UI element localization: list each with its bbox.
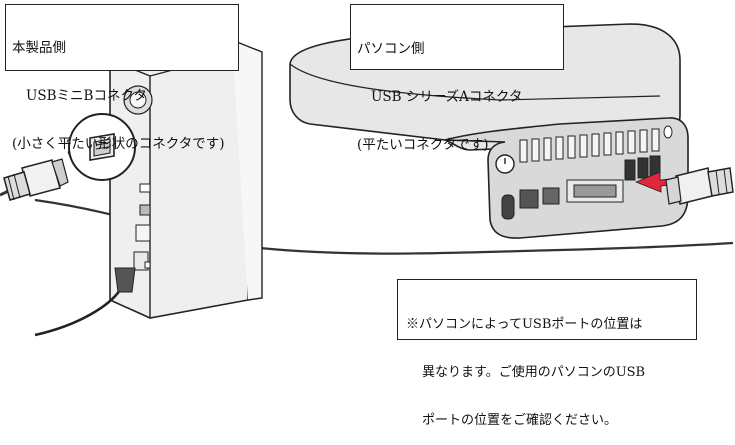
connection-diagram (0, 23, 734, 337)
usb-a-plug (665, 167, 734, 205)
pc-side-title: パソコン側 (357, 41, 425, 57)
note-line-2: 異なります。ご使用のパソコンのUSB (422, 365, 646, 380)
mini-b-plug (3, 158, 69, 201)
device-side-description: (小さく平たい形状のコネクタです) (12, 136, 225, 152)
device-side-label: 本製品側 USBミニBコネクタ (小さく平たい形状のコネクタです) (5, 4, 239, 152)
pc-side-description: (平たいコネクタです) (357, 137, 489, 153)
pc-side-label: パソコン側 USB シリーズAコネクタ (平たいコネクタです) (350, 4, 564, 153)
device-side-title: 本製品側 (12, 40, 66, 56)
note-line-1: ※パソコンによってUSBポートの位置は (406, 317, 643, 332)
device-side-connector: USBミニBコネクタ (26, 88, 147, 104)
usb-port-note: ※パソコンによってUSBポートの位置は 異なります。ご使用のパソコンのUSB ポ… (397, 279, 697, 428)
port-zoom-circle (68, 113, 136, 181)
pc-side-connector: USB シリーズAコネクタ (371, 89, 523, 105)
note-line-3: ポートの位置をご確認ください。 (422, 413, 618, 428)
device-body (109, 39, 263, 319)
power-cable (34, 289, 122, 337)
